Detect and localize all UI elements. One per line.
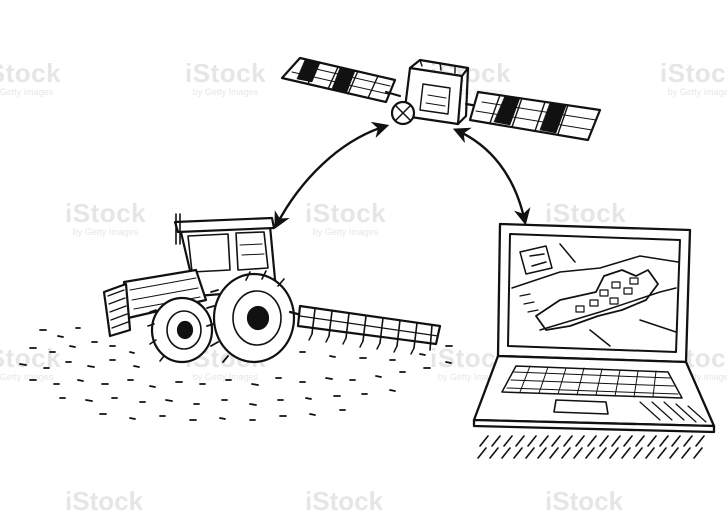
laptop-icon [472, 222, 716, 459]
ground [19, 327, 453, 421]
tractor-icon [102, 213, 442, 364]
arrow-icon [274, 121, 390, 229]
satellite-icon [280, 56, 602, 142]
arrow-icon [452, 127, 531, 226]
